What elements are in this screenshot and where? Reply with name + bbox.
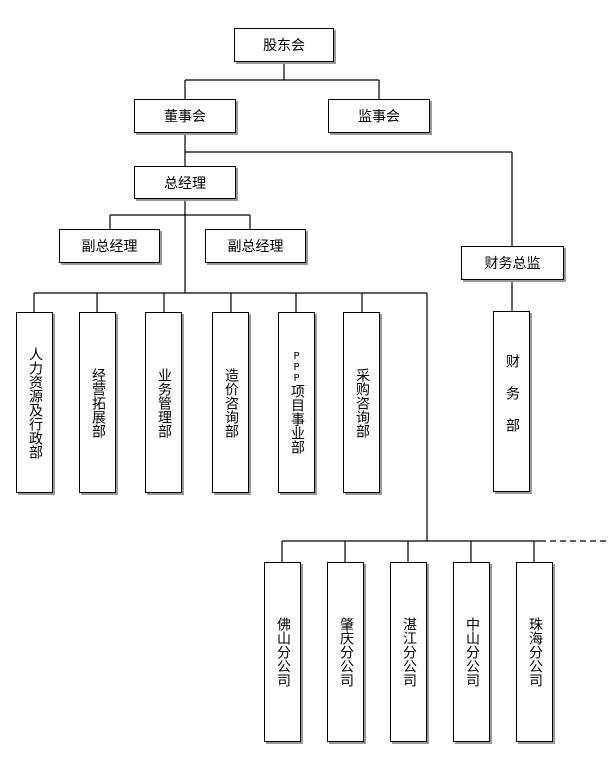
branch-box: 湛江分公司 — [390, 562, 427, 742]
general-manager-label: 总经理 — [164, 175, 206, 192]
board-box: 董事会 — [134, 99, 236, 133]
branch-label: 湛江分公司 — [401, 617, 417, 687]
department-box: 人力资源及行政部 — [16, 312, 53, 493]
department-label: 项目事业部 — [289, 384, 305, 454]
department-label: 造价咨询部 — [223, 367, 239, 438]
branch-box: 肇庆分公司 — [327, 562, 364, 742]
deputy-gm-box-1: 副总经理 — [59, 229, 160, 263]
department-label: 业务管理部 — [156, 367, 172, 438]
shareholders-label: 股东会 — [263, 38, 305, 54]
department-box: 造价咨询部 — [212, 312, 249, 493]
deputy-gm-box-2: 副总经理 — [205, 229, 306, 263]
deputy-gm-label-1: 副总经理 — [81, 239, 138, 255]
finance-department-box: 财务部 — [493, 311, 530, 492]
department-box: 采购咨询部 — [343, 312, 380, 493]
supervisors-label: 监事会 — [358, 109, 400, 125]
deputy-gm-label-2: 副总经理 — [227, 239, 284, 255]
board-label: 董事会 — [164, 109, 206, 125]
branch-box: 珠海分公司 — [516, 562, 553, 742]
branch-label: 肇庆分公司 — [338, 617, 354, 687]
cfo-label: 财务总监 — [484, 256, 541, 272]
branch-label: 佛山分公司 — [275, 617, 291, 687]
department-label: 经营拓展部 — [90, 367, 106, 438]
branch-box: 中山分公司 — [453, 562, 490, 742]
finance-department-label: 财务部 — [504, 353, 520, 450]
supervisors-box: 监事会 — [328, 99, 430, 133]
cfo-box: 财务总监 — [461, 246, 564, 280]
ppp-prefix: PPP — [291, 351, 302, 384]
general-manager-box: 总经理 — [134, 166, 236, 199]
branch-label: 珠海分公司 — [527, 617, 543, 687]
branch-label: 中山分公司 — [464, 617, 480, 687]
shareholders-box: 股东会 — [234, 28, 334, 62]
department-box: 经营拓展部 — [79, 312, 116, 493]
department-box: 业务管理部 — [145, 312, 182, 493]
department-label: 采购咨询部 — [354, 367, 370, 438]
department-label: 人力资源及行政部 — [27, 346, 43, 459]
branch-box: 佛山分公司 — [264, 562, 301, 742]
